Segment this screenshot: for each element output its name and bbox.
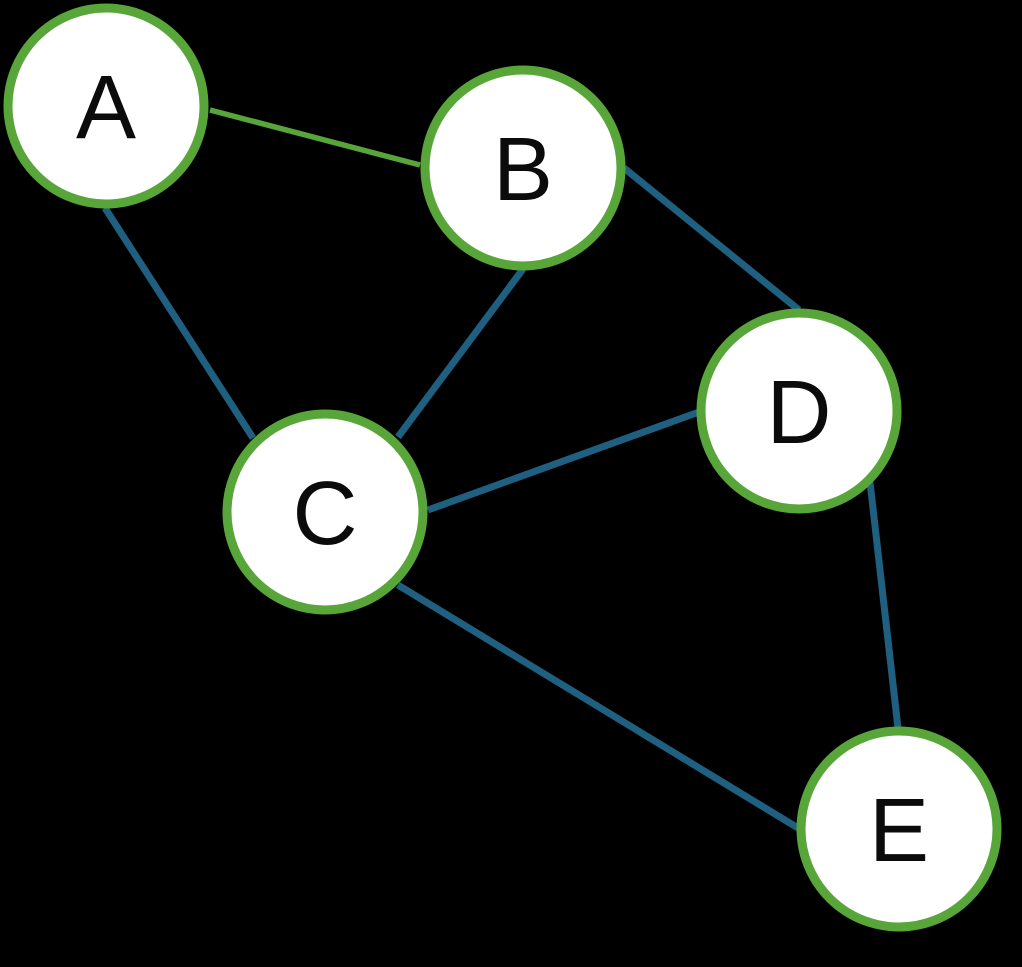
edge-A-B — [209, 107, 421, 168]
node-circle-D[interactable] — [696, 308, 902, 514]
node-circle-B[interactable] — [420, 65, 626, 271]
node-D[interactable]: D — [696, 308, 902, 514]
edge-A-C — [102, 206, 256, 440]
node-circle-E[interactable] — [796, 726, 1002, 932]
nodes-layer: A B C D E — [3, 3, 1002, 932]
node-label-E: E — [869, 781, 929, 881]
edge-C-E — [396, 582, 800, 831]
node-E[interactable]: E — [796, 726, 1002, 932]
node-C[interactable]: C — [222, 409, 428, 615]
node-label-A: A — [76, 58, 136, 158]
edge-C-D — [426, 408, 701, 514]
edge-B-D — [621, 165, 802, 313]
node-label-C: C — [293, 464, 358, 564]
edges-layer — [102, 107, 902, 831]
edge-B-C — [395, 266, 526, 440]
node-A[interactable]: A — [3, 3, 209, 209]
node-B[interactable]: B — [420, 65, 626, 271]
node-label-B: B — [493, 120, 553, 220]
edge-D-E — [866, 481, 902, 729]
node-label-D: D — [767, 363, 832, 463]
node-circle-A[interactable] — [3, 3, 209, 209]
node-circle-C[interactable] — [222, 409, 428, 615]
